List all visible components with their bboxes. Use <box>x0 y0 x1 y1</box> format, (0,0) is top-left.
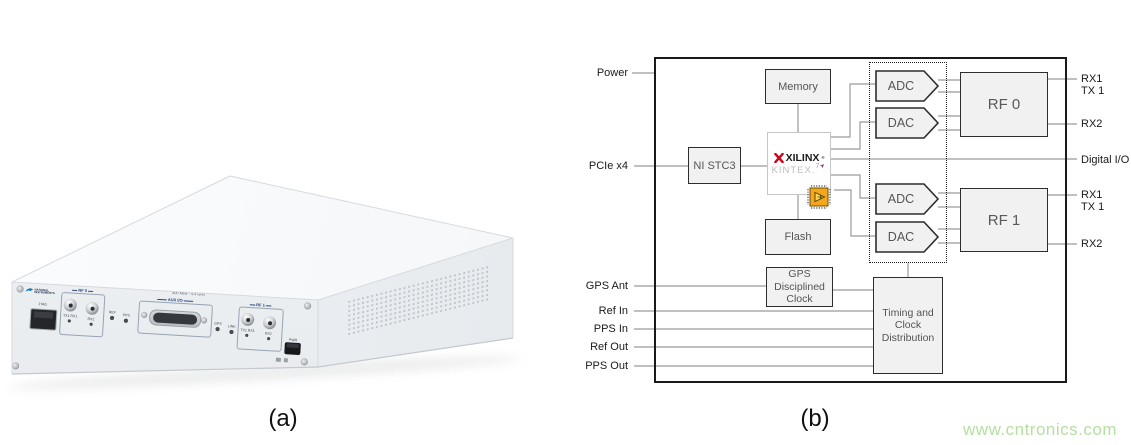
label-digital-io: Digital I/O <box>1081 154 1130 166</box>
diagram-outer-box <box>654 57 1067 383</box>
block-dac-rf1: DAC <box>875 221 940 253</box>
label-rf0-rx2: RX2 <box>1081 118 1103 130</box>
jtag-label: JTAG <box>38 302 48 307</box>
block-timing-clock-distribution: Timing and Clock Distribution <box>873 277 943 374</box>
block-memory: Memory <box>765 69 831 104</box>
fpga-seven: 7 <box>815 162 821 170</box>
block-rf0: RF 0 <box>960 72 1048 137</box>
panel-screw <box>12 362 20 370</box>
pps-led <box>123 318 129 323</box>
label-rf0-rx1: RX1 <box>1081 73 1103 85</box>
gps-led <box>215 327 220 332</box>
block-ni-stc3: NI STC3 <box>688 147 741 184</box>
label-pps-out: PPS Out <box>585 360 628 372</box>
watermark: www.cntronics.com <box>963 420 1117 439</box>
block-fpga-xilinx-kintex7: XILINX® KINTEX.7➤ <box>767 132 831 195</box>
label-ref-out: Ref Out <box>590 341 628 353</box>
block-dac-rf0: DAC <box>875 107 940 139</box>
panel-screw <box>303 302 312 310</box>
cert-marks <box>275 357 282 362</box>
label-rf0-tx1: TX 1 <box>1081 85 1105 97</box>
label-rf1-rx2: RX2 <box>1081 238 1103 250</box>
jtag-usb-port <box>29 308 58 331</box>
brand-line2: INSTRUMENTS <box>34 290 55 295</box>
cert-marks <box>283 358 288 363</box>
label-gps-ant: GPS Ant <box>585 280 628 292</box>
block-adc-rf1: ADC <box>875 183 940 215</box>
panel-screw <box>16 285 24 293</box>
block-gps-disciplined-clock: GPS Disciplined Clock <box>766 267 833 307</box>
ref-led <box>109 315 115 321</box>
registered-mark: ® <box>821 155 825 160</box>
block-rf1: RF 1 <box>960 188 1048 252</box>
block-adc-rf0: ADC <box>875 70 940 102</box>
panel-screw <box>300 358 309 366</box>
caption-b: (b) <box>800 405 830 432</box>
power-switch <box>284 342 301 356</box>
caption-a: (a) <box>268 405 298 432</box>
pps-led-label: PPS <box>122 313 130 318</box>
label-power: Power <box>596 67 628 79</box>
aux-db15-connector <box>148 309 202 329</box>
block-flash: Flash <box>765 219 831 255</box>
fpga-chip-icon <box>806 184 832 210</box>
converter-dotted-box <box>869 62 947 263</box>
label-rf1-tx1: TX 1 <box>1081 201 1105 213</box>
label-pps-in: PPS In <box>593 323 628 335</box>
fpga-family: KINTEX. <box>771 164 816 176</box>
label-rf1-rx1: RX1 <box>1081 189 1103 201</box>
link-led <box>229 329 234 335</box>
ni-eagle-icon <box>25 288 34 292</box>
xilinx-logo-icon <box>773 152 784 163</box>
label-ref-in: Ref In <box>598 305 628 317</box>
label-pcie-x4: PCIe x4 <box>588 160 628 172</box>
fpga-brand: XILINX <box>785 151 820 164</box>
